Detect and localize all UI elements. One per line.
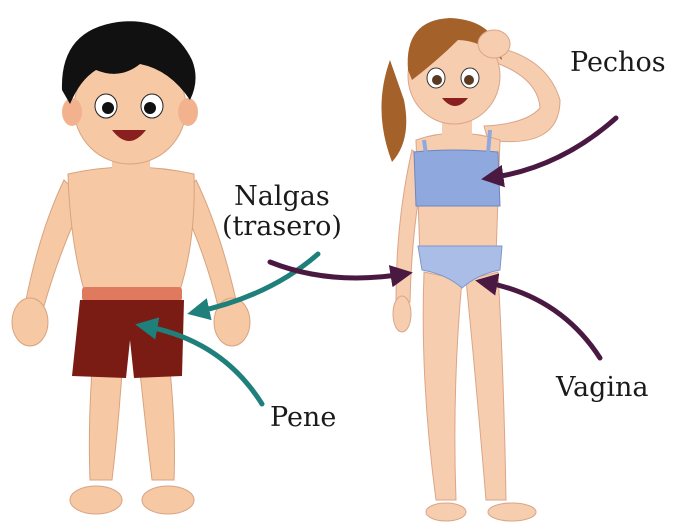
girl-figure-icon (381, 18, 560, 521)
label-pechos: Pechos (570, 48, 666, 78)
label-pene: Pene (270, 403, 336, 433)
boy-figure-icon (12, 21, 250, 514)
label-nalgas: Nalgas (trasero) (222, 182, 342, 241)
label-nalgas-line2: (trasero) (222, 212, 342, 242)
label-vagina: Vagina (556, 373, 649, 403)
label-nalgas-line1: Nalgas (222, 182, 342, 212)
